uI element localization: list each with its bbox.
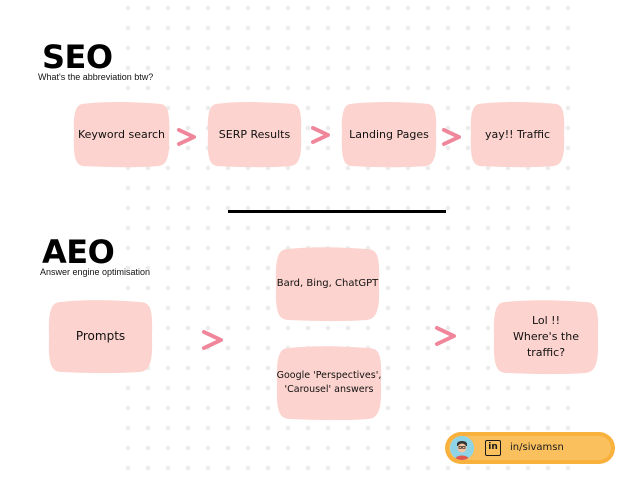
step-landing-pages-label: Landing Pages bbox=[349, 127, 429, 141]
step-serp-results-label: SERP Results bbox=[218, 127, 291, 141]
aeo-arrow-2-chevron-icon bbox=[435, 326, 456, 346]
aeo-answers-label: Google 'Perspectives', 'Carousel' answer… bbox=[276, 370, 382, 395]
section-divider bbox=[228, 210, 446, 213]
seo-arrow-1-chevron-icon bbox=[177, 128, 196, 146]
step-serp-results: SERP Results bbox=[207, 101, 302, 168]
aeo-engines-label: Bard, Bing, ChatGPT bbox=[276, 277, 379, 289]
aeo-subtitle: Answer engine optimisation bbox=[40, 267, 151, 277]
linkedin-icon: in bbox=[485, 440, 501, 456]
step-keyword-search: Keyword search bbox=[73, 101, 170, 168]
aeo-answers-box: Google 'Perspectives', 'Carousel' answer… bbox=[276, 345, 382, 421]
aeo-title: AEO bbox=[42, 233, 115, 271]
seo-title: SEO bbox=[42, 38, 113, 76]
aeo-engines-box: Bard, Bing, ChatGPT bbox=[275, 246, 380, 322]
linkedin-badge[interactable] bbox=[445, 432, 615, 464]
aeo-arrow-1-chevron-icon bbox=[202, 330, 223, 350]
seo-subtitle: What's the abbreviation btw? bbox=[38, 72, 154, 82]
seo-arrow-2-chevron-icon bbox=[311, 126, 330, 144]
linkedin-handle[interactable]: in/sivamsn bbox=[510, 442, 564, 453]
step-traffic: yay!! Traffic bbox=[470, 101, 565, 168]
step-landing-pages: Landing Pages bbox=[341, 101, 437, 168]
seo-arrow-3-chevron-icon bbox=[442, 128, 461, 146]
avatar-icon bbox=[450, 436, 474, 460]
aeo-result-label: Lol !! Where's the traffic? bbox=[513, 314, 579, 359]
aeo-prompts-box: Prompts bbox=[48, 299, 153, 374]
aeo-prompts-label: Prompts bbox=[75, 328, 126, 343]
aeo-result-box: Lol !! Where's the traffic? bbox=[493, 299, 599, 375]
step-traffic-label: yay!! Traffic bbox=[484, 127, 551, 141]
step-keyword-search-label: Keyword search bbox=[77, 127, 166, 141]
linkedin-badge-inner bbox=[449, 436, 611, 460]
